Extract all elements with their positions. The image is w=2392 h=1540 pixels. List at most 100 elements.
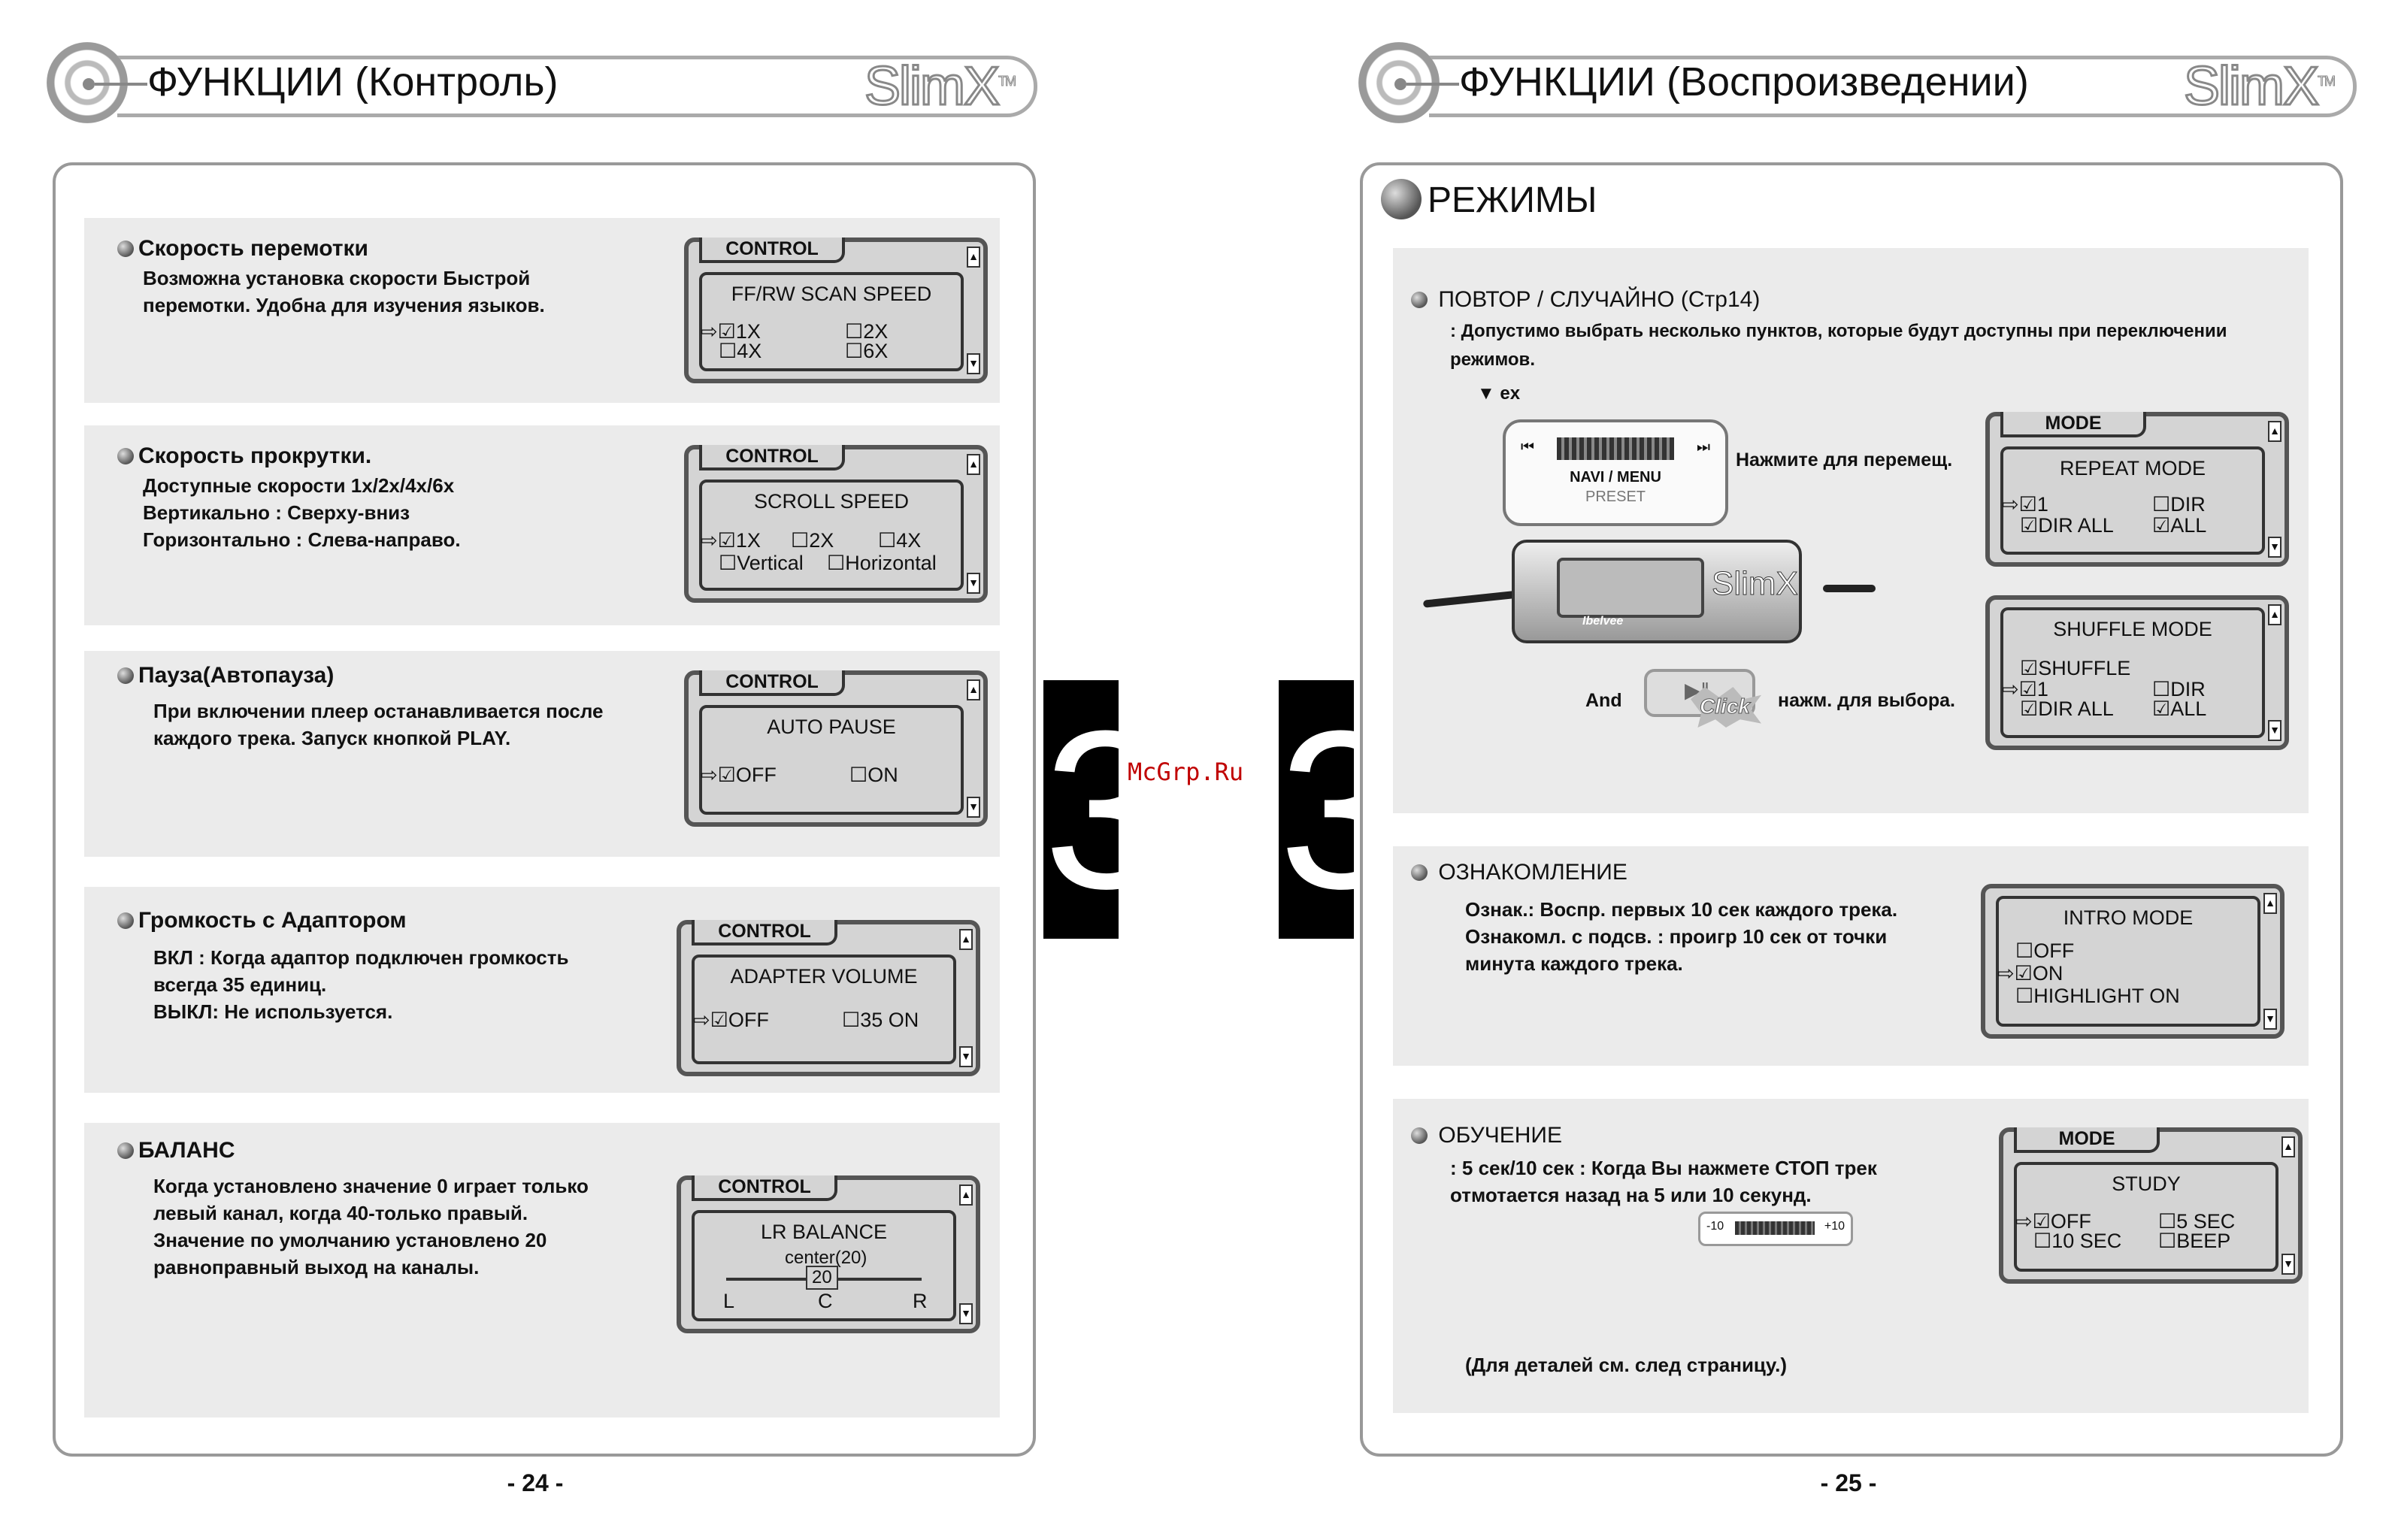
lcd-option: ⇨☑1 — [2002, 493, 2048, 516]
rewind-slider: -10 +10 — [1698, 1212, 1853, 1246]
scroll-up-icon: ▲ — [959, 1184, 973, 1206]
page-right: 3 ФУНКЦИИ (Воспроизведении) SlimXTM РЕЖИ… — [1196, 0, 2392, 1540]
lcd-option: ☐Horizontal — [827, 552, 937, 574]
details-note: (Для деталей см. след страницу.) — [1465, 1354, 1787, 1376]
lcd-shuffle-mode: ▲ ▼ SHUFFLE MODE ☑SHUFFLE ⇨☑1 ☐DIR ☑DIR … — [1985, 595, 2289, 750]
heading-bullet-icon — [1381, 179, 1422, 219]
scroll-down-icon: ▼ — [959, 1046, 973, 1067]
lcd-option: ⇨☑OFF — [701, 764, 777, 786]
section-balance: БАЛАНС Когда установлено значение 0 игра… — [84, 1123, 1000, 1417]
lcd-screen: FF/RW SCAN SPEED ⇨☑1X ☐2X ☐4X ☐6X — [699, 272, 964, 371]
lcd-tab: CONTROL — [699, 670, 845, 696]
lcd-option: ☐4X — [719, 340, 762, 362]
scroll-up-icon: ▲ — [2281, 1136, 2295, 1157]
scroll-up-icon: ▲ — [2263, 893, 2277, 914]
lcd-tab: CONTROL — [699, 445, 845, 470]
header-dot-icon — [1394, 78, 1406, 90]
section-title: Громкость с Адаптором — [117, 908, 407, 933]
lcd-study-mode: MODE ▲ ▼ STUDY ⇨☑OFF ☐5 SEC ☐10 SEC ☐BEE… — [1999, 1127, 2303, 1284]
page-left: ФУНКЦИИ (Контроль) SlimXTM Скорость пере… — [47, 42, 1119, 1496]
lcd-option: ⇨☑1X — [701, 320, 761, 343]
bullet-icon — [117, 241, 134, 257]
bullet-icon — [117, 448, 134, 464]
lcd-option: ☑ALL — [2152, 697, 2207, 720]
scroll-down-icon: ▼ — [2281, 1254, 2295, 1275]
lcd-screen: SHUFFLE MODE ☑SHUFFLE ⇨☑1 ☐DIR ☑DIR ALL … — [2000, 607, 2265, 738]
lcd-option: ☐BEEP — [2158, 1230, 2231, 1252]
lcd-screen: AUTO PAUSE ⇨☑OFF ☐ON — [699, 705, 964, 815]
device-brand: Ibelvee — [1582, 615, 1624, 628]
lcd-title: FF/RW SCAN SPEED — [731, 283, 932, 305]
balance-right-label: R — [913, 1290, 928, 1312]
lcd-title: INTRO MODE — [2063, 906, 2194, 929]
lcd-scroll-speed: CONTROL ▲ ▼ SCROLL SPEED ⇨☑1X ☐2X ☐4X ☐V… — [684, 445, 988, 603]
next-icon: ⏭ — [1697, 439, 1710, 455]
lcd-option: ☐2X — [791, 529, 834, 552]
section-scroll-speed: Скорость прокрутки. Доступные скорости 1… — [84, 425, 1000, 625]
section-study: ОБУЧЕНИЕ : 5 сек/10 сек : Когда Вы нажме… — [1393, 1099, 2309, 1413]
bullet-icon — [1411, 1127, 1428, 1144]
lcd-screen: SCROLL SPEED ⇨☑1X ☐2X ☐4X ☐Vertical ☐Hor… — [699, 480, 964, 591]
section-scan-speed: Скорость перемотки Возможна установка ск… — [84, 218, 1000, 403]
scroll-up-icon: ▲ — [967, 679, 980, 700]
lcd-title: AUTO PAUSE — [767, 716, 896, 738]
scroll-down-icon: ▼ — [967, 573, 980, 594]
lcd-option: ⇨☑1X — [701, 529, 761, 552]
select-text: нажм. для выбора. — [1778, 690, 1955, 711]
lcd-option: ⇨☑1 — [2002, 678, 2048, 700]
scroll-down-icon: ▼ — [967, 797, 980, 818]
section-title: Скорость прокрутки. — [117, 443, 371, 469]
lcd-adapter-volume: CONTROL ▲ ▼ ADAPTER VOLUME ⇨☑OFF ☐35 ON — [677, 920, 980, 1076]
lcd-scan-speed: CONTROL ▲ ▼ FF/RW SCAN SPEED ⇨☑1X ☐2X ☐4… — [684, 238, 988, 383]
scroll-down-icon: ▼ — [2263, 1009, 2277, 1030]
lcd-auto-pause: CONTROL ▲ ▼ AUTO PAUSE ⇨☑OFF ☐ON — [684, 670, 988, 827]
mp3-player-device: SlimX Ibelvee — [1512, 540, 1802, 643]
lcd-option: ☑DIR ALL — [2020, 514, 2114, 537]
section-title: Пауза(Автопауза) — [117, 663, 334, 688]
section-body: Когда установлено значение 0 играет толь… — [153, 1175, 589, 1278]
lcd-option: ⇨☑ON — [1997, 962, 2063, 985]
header-bar — [1429, 56, 2357, 117]
header-dot-icon — [83, 78, 95, 90]
scroll-up-icon: ▲ — [2268, 421, 2281, 442]
lcd-tab: MODE — [2000, 412, 2146, 437]
lcd-option: ☐DIR — [2152, 678, 2206, 700]
scroll-down-icon: ▼ — [959, 1303, 973, 1324]
lcd-screen: STUDY ⇨☑OFF ☐5 SEC ☐10 SEC ☐BEEP — [2014, 1162, 2278, 1272]
lcd-option: ☐DIR — [2152, 493, 2206, 516]
scroll-down-icon: ▼ — [2268, 537, 2281, 558]
scroll-up-icon: ▲ — [967, 454, 980, 475]
lcd-option: ☐10 SEC — [2033, 1230, 2122, 1252]
slider-track — [1735, 1221, 1815, 1235]
watermark: McGrp.Ru — [1128, 758, 1244, 786]
section-body: : 5 сек/10 сек : Когда Вы нажмете СТОП т… — [1450, 1157, 1877, 1206]
lcd-lr-balance: CONTROL ▲ ▼ LR BALANCE center(20) 20 L C… — [677, 1175, 980, 1333]
lcd-option: ☐2X — [845, 320, 889, 343]
navi-menu-label: NAVI / MENU — [1570, 469, 1661, 486]
section-body: Доступные скорости 1x/2x/4x/6x Вертикаль… — [143, 474, 461, 551]
lcd-tab: CONTROL — [692, 920, 837, 945]
section-intro: ОЗНАКОМЛЕНИЕ Ознак.: Воспр. первых 10 се… — [1393, 846, 2309, 1066]
lcd-screen: LR BALANCE center(20) 20 L C R — [692, 1210, 956, 1321]
section-body: При включении плеер останавливается посл… — [153, 700, 604, 749]
bullet-icon — [1411, 292, 1428, 308]
lcd-option: ☐35 ON — [842, 1009, 919, 1031]
preset-label: PRESET — [1585, 489, 1646, 505]
lcd-option: ☐6X — [845, 340, 889, 362]
lcd-tab: CONTROL — [699, 238, 845, 263]
lcd-repeat-mode: MODE ▲ ▼ REPEAT MODE ⇨☑1 ☐DIR ☑DIR ALL ☑… — [1985, 412, 2289, 567]
lcd-option: ☑ALL — [2152, 514, 2207, 537]
slimx-logo: SlimXTM — [863, 56, 1016, 118]
lcd-option: ☐4X — [878, 529, 922, 552]
lcd-option: ⇨☑OFF — [2015, 1210, 2091, 1233]
lcd-option: ☐HIGHLIGHT ON — [2015, 985, 2180, 1007]
lcd-title: SCROLL SPEED — [753, 490, 910, 513]
lcd-title: ADAPTER VOLUME — [730, 965, 918, 988]
section-title: ОЗНАКОМЛЕНИЕ — [1411, 860, 1627, 885]
lcd-option: ☐ON — [849, 764, 898, 786]
navi-bubble: ⏮ ⏭ NAVI / MENU PRESET — [1503, 419, 1728, 526]
section-title: БАЛАНС — [117, 1138, 235, 1163]
cable-left — [1422, 590, 1521, 608]
navi-wheel — [1557, 437, 1674, 460]
press-text: Нажмите для перемещ. — [1736, 449, 1953, 470]
